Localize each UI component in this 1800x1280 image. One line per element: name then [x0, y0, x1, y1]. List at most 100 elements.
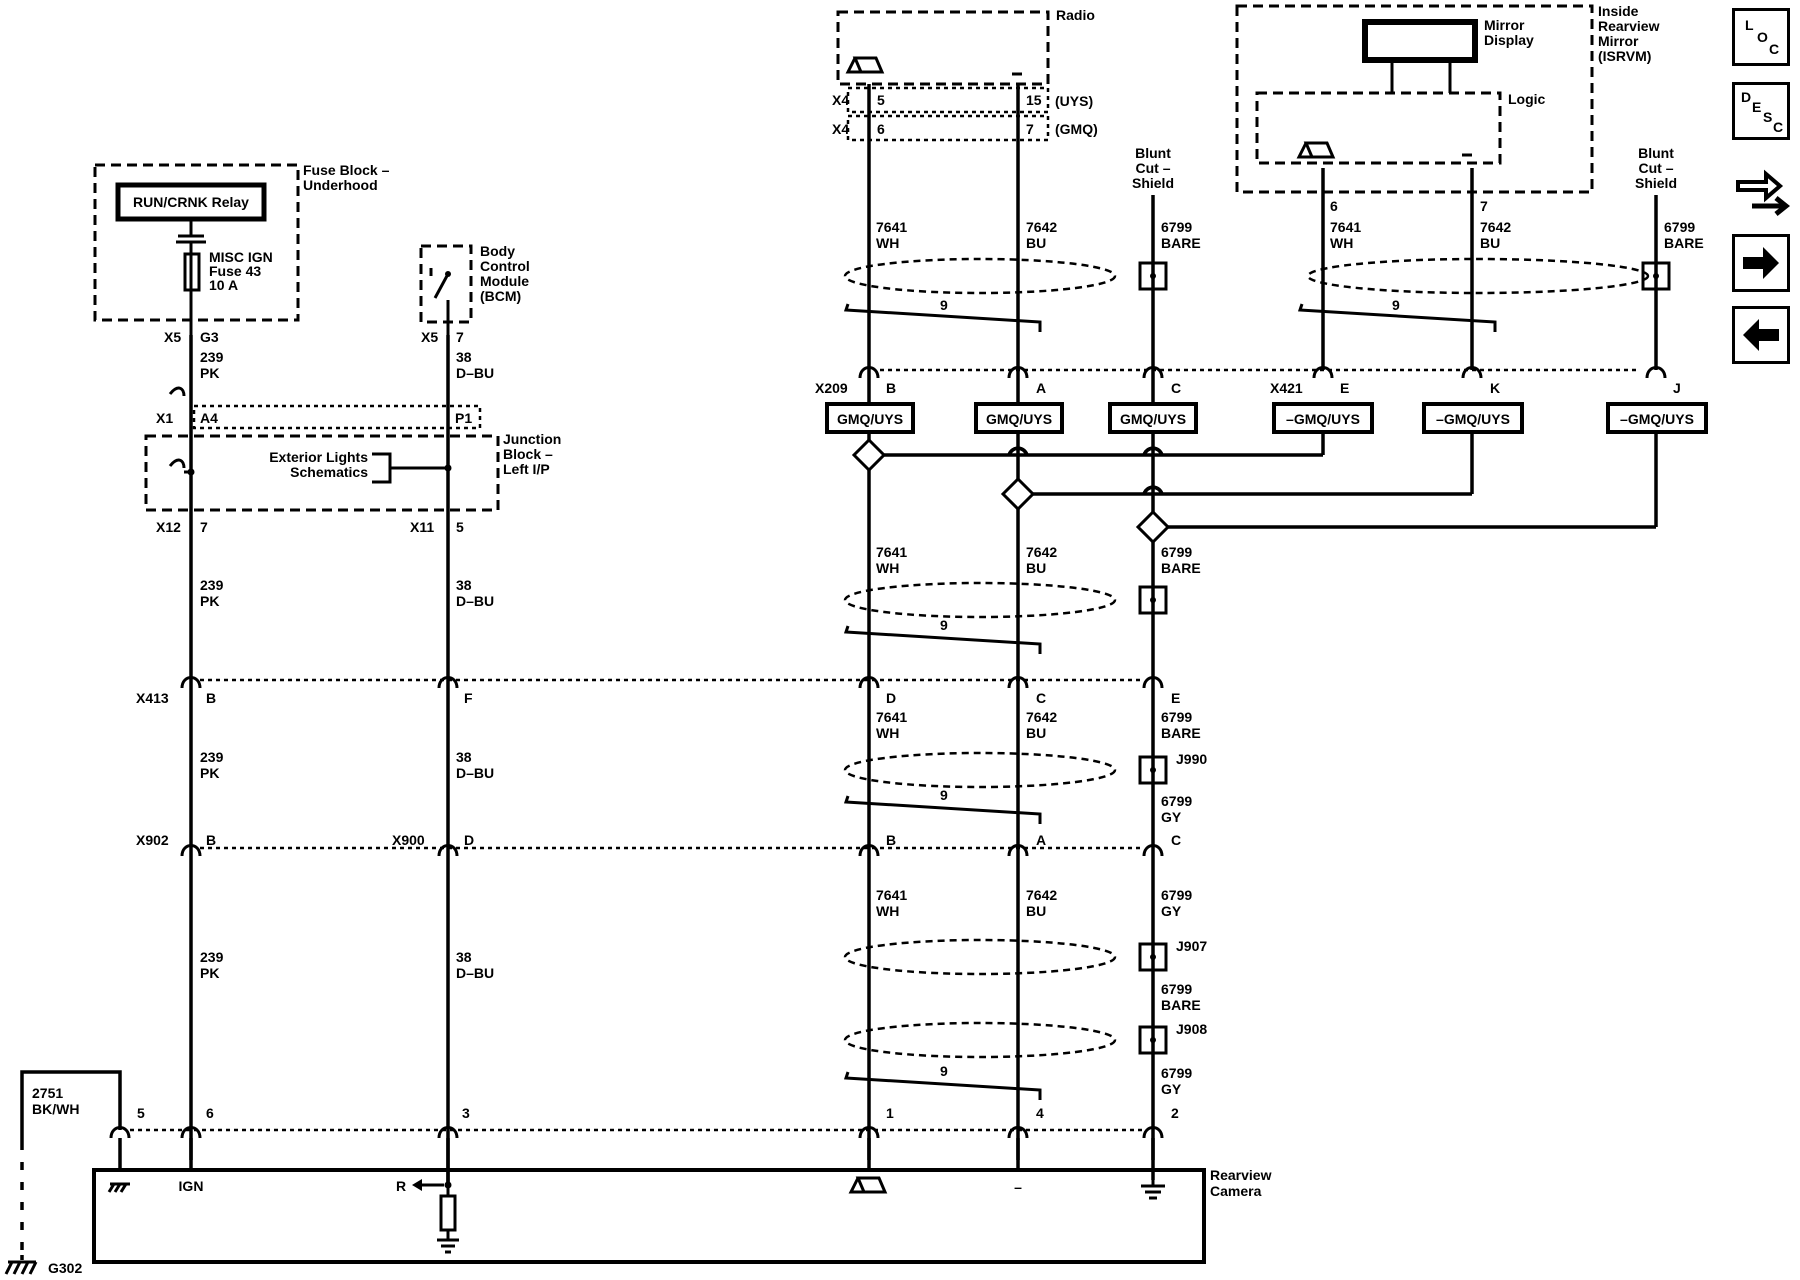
diagram-label: PK [200, 765, 219, 781]
diagram-label: 2 [1171, 1105, 1179, 1121]
resistor-symbol [439, 1194, 457, 1232]
diagram-label: X413 [136, 690, 169, 706]
diagram-label: – [1014, 1179, 1022, 1195]
diagram-label: 6799 [1161, 1065, 1192, 1081]
diagram-label: Underhood [303, 177, 378, 193]
diagram-label: Module [480, 273, 529, 289]
diagram-label: 239 [200, 749, 224, 765]
diagram-label: 38 [456, 577, 472, 593]
arrow-right-icon [1743, 247, 1779, 279]
splice-diamond [851, 437, 887, 473]
diagram-label: X12 [156, 519, 181, 535]
diagram-label: WH [876, 560, 899, 576]
diagram-label: 10 A [209, 277, 238, 293]
diagram-label: 38 [456, 749, 472, 765]
diagram-label: 7 [1026, 121, 1034, 137]
previous-page-button[interactable] [1732, 306, 1790, 364]
diagram-label: 239 [200, 349, 224, 365]
diagram-label: Display [1484, 32, 1534, 48]
diagram-label: D [464, 832, 474, 848]
diagram-label: B [886, 832, 896, 848]
diagram-label: 7 [200, 519, 208, 535]
diagram-label: Left I/P [503, 461, 550, 477]
next-page-button[interactable] [1732, 234, 1790, 292]
diagram-label: PK [200, 593, 219, 609]
diagram-label: 7641 [876, 709, 907, 725]
diagram-label: 7641 [876, 219, 907, 235]
diagram-label: WH [876, 903, 899, 919]
diagram-label: K [1490, 380, 1500, 396]
diagram-label: 2751 [32, 1085, 63, 1101]
uys-variant: (UYS) [1055, 93, 1093, 109]
diagram-label: A4 [200, 410, 218, 426]
diagram-label: J908 [1176, 1021, 1207, 1037]
diagram-label: GMQ/UYS [1120, 411, 1186, 427]
rearview-camera-module: Rearview Camera IGN R – [92, 1167, 1272, 1264]
diagram-label: 6799 [1161, 709, 1192, 725]
diagram-label: (ISRVM) [1598, 48, 1651, 64]
diagram-label: 7 [456, 329, 464, 345]
x4-connector-label: X4 [832, 92, 849, 108]
diagram-label: BARE [1161, 997, 1201, 1013]
diagram-label: D [886, 690, 896, 706]
diagram-label: Mirror [1484, 17, 1525, 33]
diagram-label: GMQ/UYS [986, 411, 1052, 427]
diagram-label: 9 [940, 1063, 948, 1079]
diagram-label: X421 [1270, 380, 1303, 396]
diagram-label: GY [1161, 903, 1182, 919]
diagram-label: 9 [940, 787, 948, 803]
variant-boxes: GMQ/UYS GMQ/UYS GMQ/UYS –GMQ/UYS –GMQ/UY… [825, 402, 1708, 434]
diagram-label: Shield [1132, 175, 1174, 191]
description-view-button[interactable]: D E S C [1732, 82, 1790, 140]
diagram-label: –GMQ/UYS [1620, 411, 1694, 427]
splice-diamond [1135, 509, 1171, 545]
diagram-label: D–BU [456, 593, 494, 609]
diagram-label: B [886, 380, 896, 396]
diagram-label: X5 [164, 329, 181, 345]
diagram-label: 7642 [1026, 887, 1057, 903]
body-control-module: Body Control Module (BCM) [419, 243, 530, 335]
diagram-label: Cut – [1639, 160, 1674, 176]
video-signal-icon [848, 1176, 888, 1194]
diagram-label: GY [1161, 1081, 1182, 1097]
gmq-variant: (GMQ) [1055, 121, 1098, 137]
diagram-label: Rearview [1210, 1167, 1272, 1183]
diagram-label: 7 [1480, 198, 1488, 214]
diagram-label: 6799 [1161, 981, 1192, 997]
diagram-label: X1 [156, 410, 173, 426]
diagram-label: GMQ/UYS [837, 411, 903, 427]
diagram-label: –GMQ/UYS [1436, 411, 1510, 427]
diagram-label: 6799 [1161, 793, 1192, 809]
diagram-label: (BCM) [480, 288, 521, 304]
diagram-label: Logic [1508, 91, 1546, 107]
diagram-label: D–BU [456, 965, 494, 981]
diagram-label: Junction [503, 431, 561, 447]
diagram-label: Block – [503, 446, 553, 462]
video-signal-icon [845, 56, 885, 74]
splice-diamond [1000, 476, 1036, 512]
isrvm-module: Inside Rearview Mirror (ISRVM) Mirror Di… [1235, 3, 1660, 194]
diagram-label: Rearview [1598, 18, 1660, 34]
diagram-label: PK [200, 965, 219, 981]
diagram-label: X209 [815, 380, 848, 396]
diagram-label: Exterior Lights [269, 449, 368, 465]
diagram-label: Mirror [1598, 33, 1639, 49]
diagram-label: 7642 [1026, 544, 1057, 560]
connector-wrench-icon [1736, 169, 1791, 216]
component-view-button[interactable] [1732, 162, 1794, 220]
diagram-label: X4 [832, 121, 849, 137]
diagram-label: Blunt [1135, 145, 1171, 161]
diagram-label: BU [1480, 235, 1500, 251]
diagram-label: Camera [1210, 1183, 1262, 1199]
diagram-label: BARE [1161, 560, 1201, 576]
diagram-label: 6799 [1161, 887, 1192, 903]
diagram-label: 6799 [1161, 544, 1192, 560]
diagram-label: BU [1026, 560, 1046, 576]
location-view-button[interactable]: L O C [1732, 8, 1790, 66]
camera-ground-icon [107, 1182, 130, 1193]
ground-symbol-icon [1141, 1180, 1165, 1200]
diagram-label: BU [1026, 235, 1046, 251]
diagram-label: 239 [200, 949, 224, 965]
switch-symbol [433, 273, 450, 299]
diagram-label: X5 [421, 329, 438, 345]
